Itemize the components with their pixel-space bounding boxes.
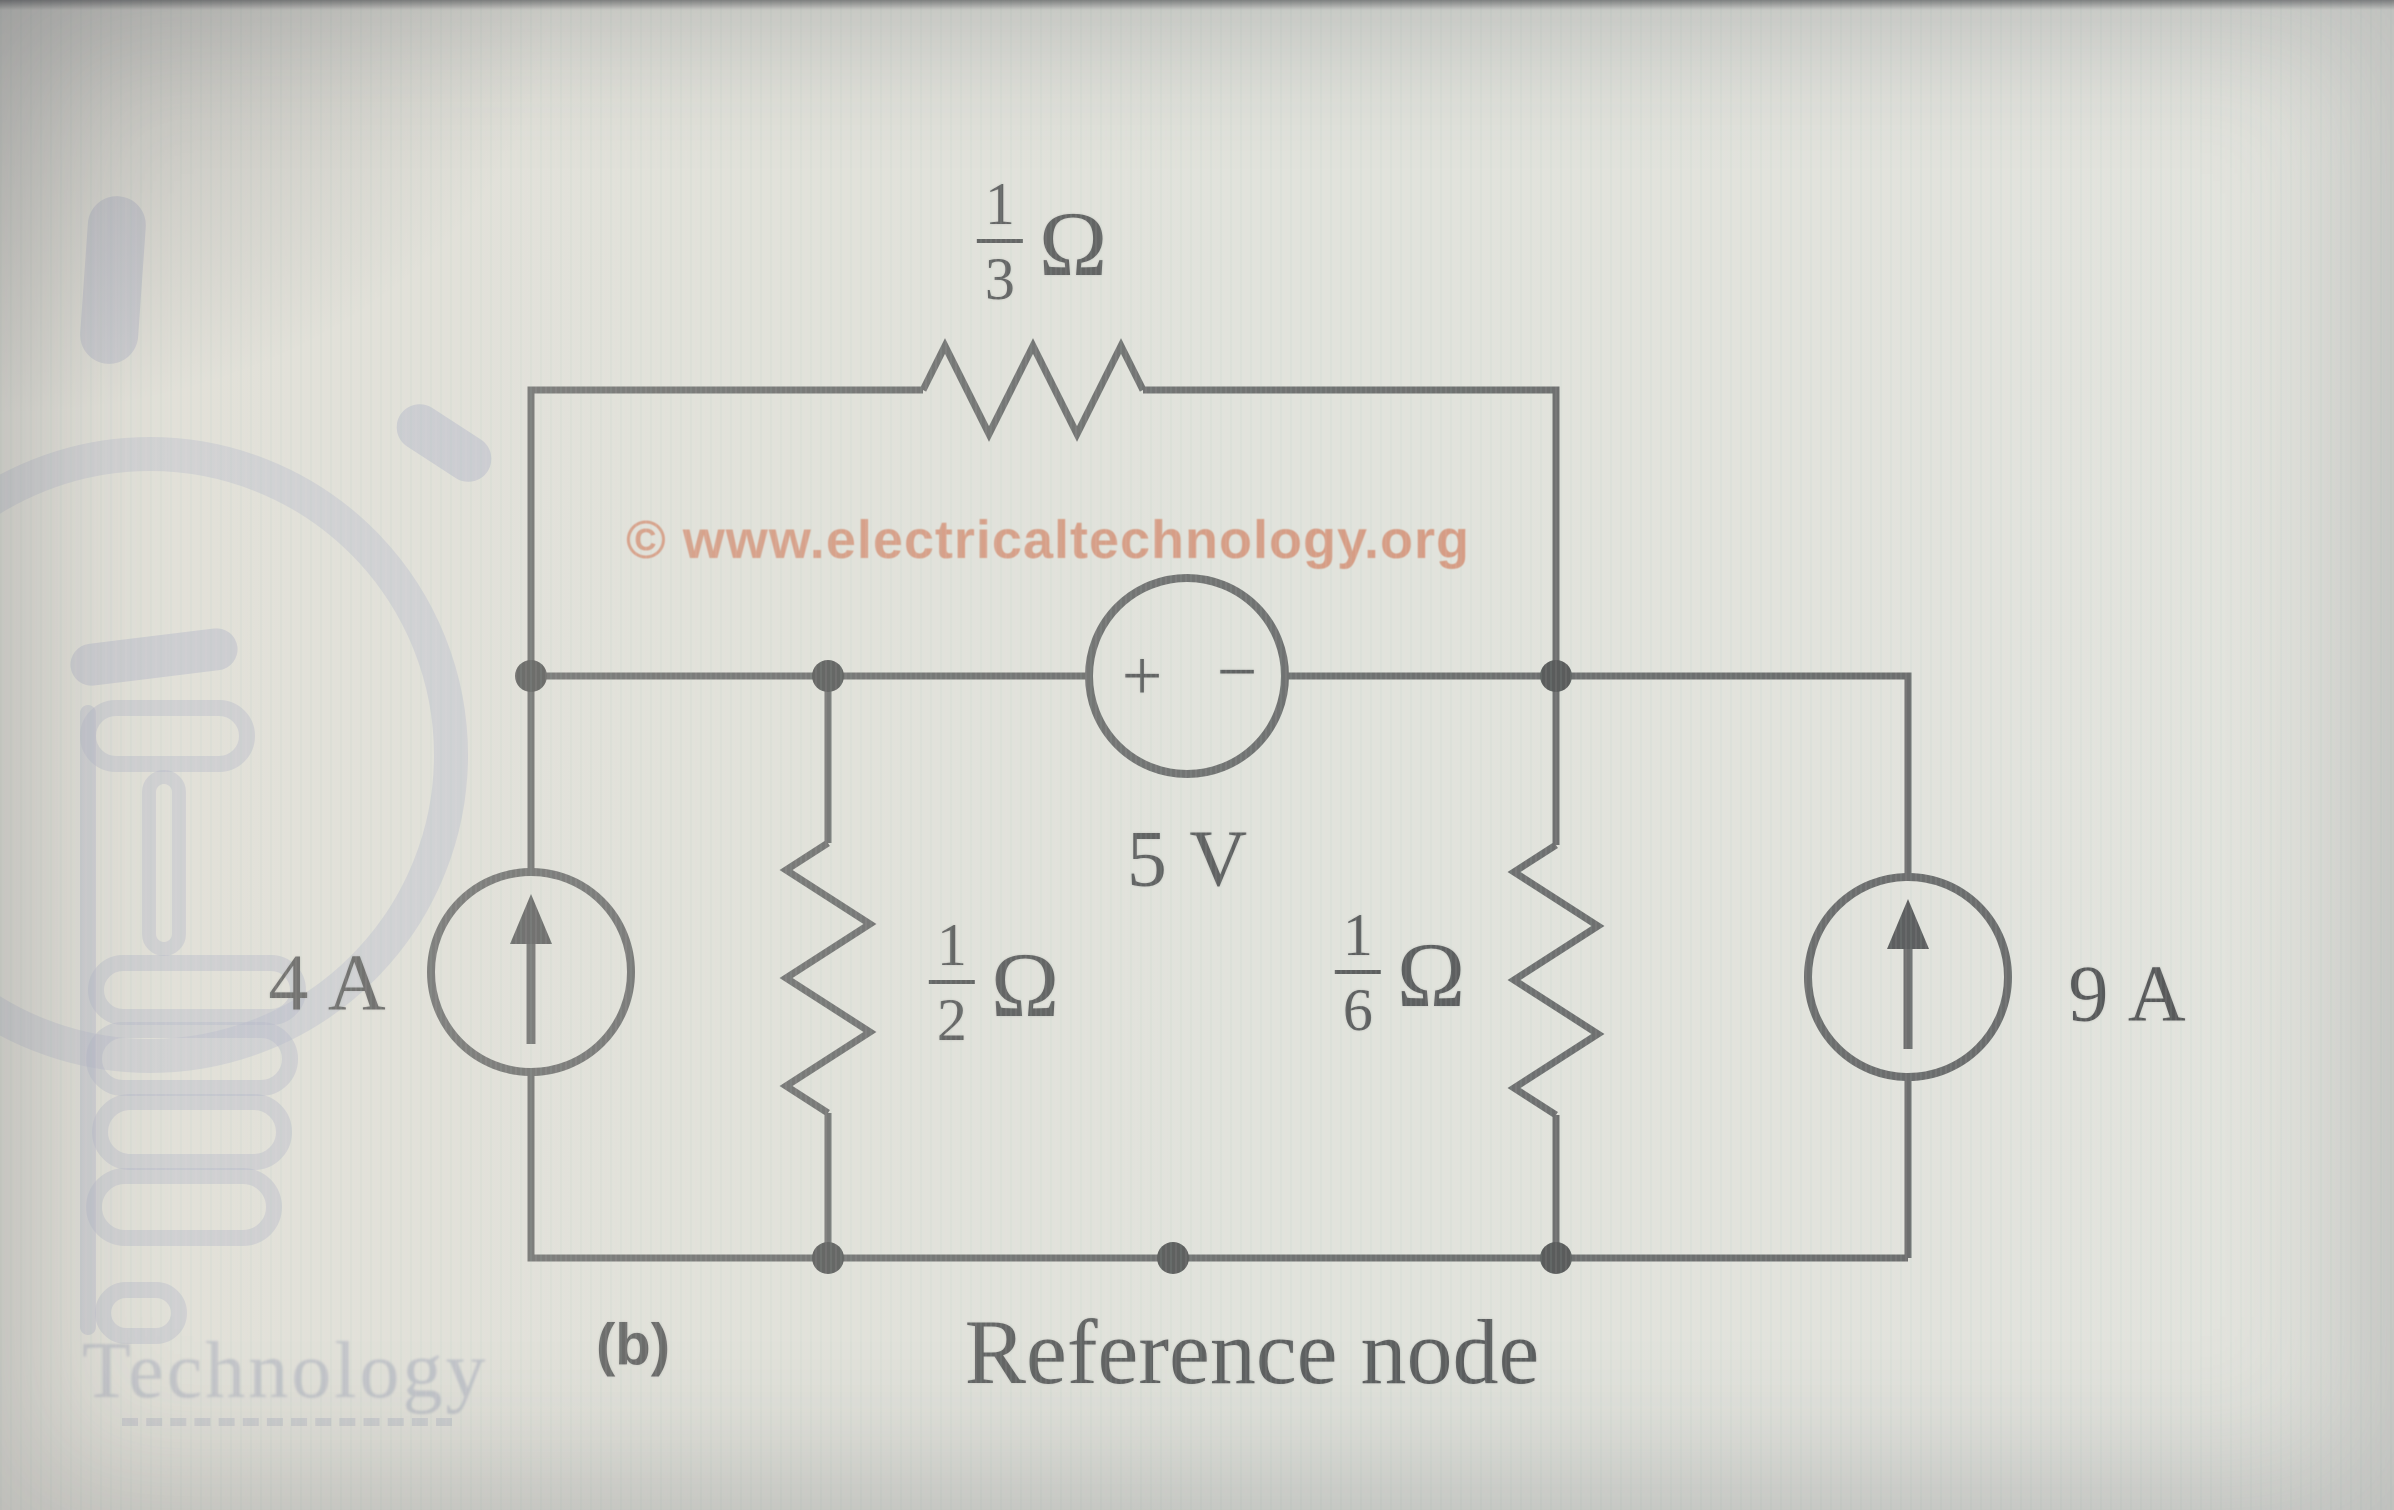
reference-node-label: Reference node — [964, 1301, 1540, 1403]
node-dots — [515, 660, 1572, 1274]
resistor-symbol-top — [919, 338, 1147, 442]
resistor-symbol-middle — [779, 840, 877, 1116]
fraction-denominator: 2 — [928, 980, 975, 1050]
node-dot — [1157, 1242, 1189, 1274]
current-source-symbol-right — [1804, 873, 2012, 1081]
left-current-source-label: 4 A — [268, 939, 388, 1028]
ohm-unit: Ω — [1396, 924, 1466, 1026]
wire-top-right — [1143, 386, 1560, 845]
figure-caption: (b) — [595, 1312, 671, 1378]
voltage-source-symbol — [1085, 574, 1289, 778]
fraction-numerator: 1 — [984, 171, 1015, 237]
up-arrow-icon — [510, 894, 552, 1044]
fraction-denominator: 3 — [976, 239, 1023, 309]
ohm-unit: Ω — [1038, 193, 1108, 295]
node-dot — [812, 660, 844, 692]
voltage-source-label: 5 V — [1126, 815, 1250, 904]
node-dot — [1540, 1242, 1572, 1274]
node-dot — [515, 660, 547, 692]
voltage-minus-sign: − — [1216, 631, 1258, 712]
resistor-symbols — [779, 338, 1605, 1118]
ohm-unit: Ω — [990, 934, 1060, 1036]
resistor-symbol-right — [1507, 842, 1605, 1118]
circuit-wires — [527, 386, 1912, 1262]
voltage-plus-sign: + — [1121, 635, 1163, 716]
wire-middle-right — [1285, 672, 1912, 877]
fraction-numerator: 1 — [1342, 902, 1373, 968]
wire-bottom — [527, 1072, 1908, 1262]
fraction-numerator: 1 — [936, 912, 967, 978]
fraction-denominator: 6 — [1334, 970, 1381, 1040]
up-arrow-icon — [1887, 899, 1929, 1049]
node-dot — [812, 1242, 844, 1274]
right-current-source-label: 9 A — [2068, 950, 2188, 1039]
node-dot — [1540, 660, 1572, 692]
current-source-symbol-left — [427, 868, 635, 1076]
wire-top-left — [527, 386, 923, 872]
site-watermark: © www.electricaltechnology.org — [626, 510, 1470, 570]
